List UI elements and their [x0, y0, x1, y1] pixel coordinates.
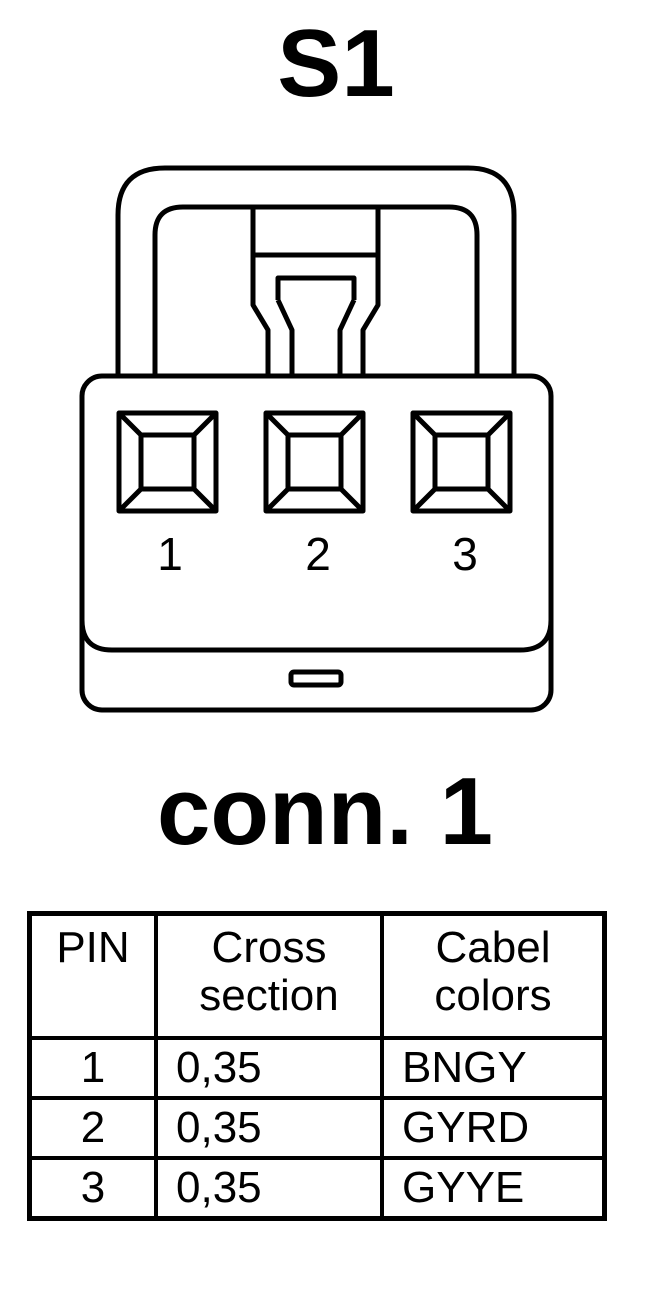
cell-color: BNGY	[380, 1036, 607, 1100]
latch-outer	[115, 165, 517, 378]
housing-base-line	[79, 619, 554, 653]
cell-cross-section: 0,35	[154, 1156, 384, 1221]
pin-table: PIN Cross section Cabel colors 1 0,35 BN…	[27, 911, 607, 1221]
housing-body	[79, 373, 554, 713]
pin-label-1: 1	[157, 528, 183, 580]
header-cross-section: Cross section	[154, 911, 384, 1040]
cell-color: GYYE	[380, 1156, 607, 1221]
connector-diagram: 1 2 3	[79, 165, 554, 713]
pin-cavity-3	[410, 410, 513, 514]
pin-cavity-2	[263, 410, 366, 514]
cell-cross-section: 0,35	[154, 1036, 384, 1100]
cell-color: GYRD	[380, 1096, 607, 1160]
latch-tab	[250, 207, 381, 378]
cell-pin: 2	[27, 1096, 158, 1160]
pin-label-2: 2	[305, 528, 331, 580]
latch-inner	[152, 204, 480, 378]
table-row: 1 0,35 BNGY	[27, 1036, 607, 1100]
table-row: 3 0,35 GYYE	[27, 1156, 607, 1221]
connector-name: conn. 1	[156, 758, 494, 865]
cell-pin: 1	[27, 1036, 158, 1100]
pin-table-header: PIN Cross section Cabel colors	[27, 911, 607, 1040]
cell-pin: 3	[27, 1156, 158, 1221]
pin-label-3: 3	[452, 528, 478, 580]
key-slot	[288, 669, 344, 688]
pin-cavity-1	[116, 410, 219, 514]
table-row: 2 0,35 GYRD	[27, 1096, 607, 1160]
header-cable-colors: Cabel colors	[380, 911, 607, 1040]
cell-cross-section: 0,35	[154, 1096, 384, 1160]
connector-title: S1	[277, 10, 395, 117]
header-pin: PIN	[27, 911, 158, 1040]
